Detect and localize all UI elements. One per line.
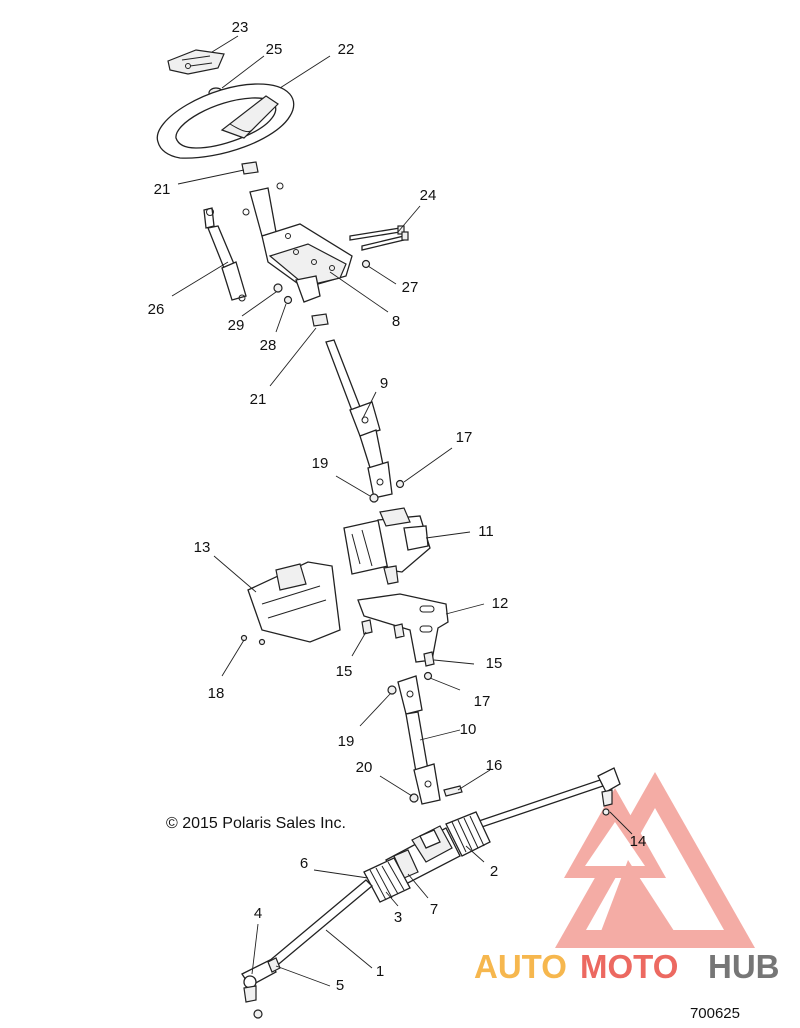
callout-16: 16 — [486, 757, 503, 774]
callout-3: 3 — [394, 909, 402, 926]
callout-17-lower: 17 — [474, 693, 491, 710]
part-22-steering-wheel — [156, 83, 295, 159]
part-19-nut-upper — [369, 493, 379, 503]
callout-20: 20 — [356, 759, 373, 776]
callout-28: 28 — [260, 337, 277, 354]
part-8-tilt-bracket — [242, 182, 353, 303]
callout-23: 23 — [232, 19, 249, 36]
part-26-gas-strut — [203, 207, 247, 302]
callout-6: 6 — [300, 855, 308, 872]
part-3-boot — [363, 857, 411, 903]
callout-15-right: 15 — [486, 655, 503, 672]
leader-lines — [171, 35, 633, 987]
part-15-bolt-left — [361, 619, 405, 639]
part-5-jam-nut — [267, 957, 281, 973]
callout-2: 2 — [490, 863, 498, 880]
callout-26: 26 — [148, 301, 165, 318]
callout-11: 11 — [478, 523, 494, 540]
callout-29: 29 — [228, 317, 245, 334]
callout-7: 7 — [430, 901, 438, 918]
callout-1: 1 — [376, 963, 384, 980]
part-16-bolt — [443, 785, 463, 797]
part-13-cover — [240, 561, 341, 646]
callout-labels: 23 25 22 21 24 26 27 29 28 8 21 9 17 19 … — [148, 19, 647, 994]
part-21-bushing-lower — [311, 313, 329, 327]
callout-22: 22 — [338, 41, 355, 58]
callout-14: 14 — [630, 833, 647, 850]
part-14-tie-rod-end — [597, 767, 621, 816]
callout-21: 21 — [154, 181, 171, 198]
part-10-lower-steering-shaft — [397, 675, 441, 805]
part-4-tie-rod-end — [241, 959, 277, 1019]
callout-8: 8 — [392, 313, 400, 330]
callout-5: 5 — [336, 977, 344, 994]
callout-25: 25 — [266, 41, 283, 58]
callout-24: 24 — [420, 187, 437, 204]
part-29-nut — [273, 283, 283, 293]
callout-13: 13 — [194, 539, 211, 556]
callout-17: 17 — [456, 429, 473, 446]
part-11-power-steering-unit — [343, 507, 431, 585]
wordmark-moto: MOTO — [580, 948, 678, 985]
diagram-code: 700625 — [690, 1005, 740, 1022]
part-21-bushing-upper — [241, 161, 259, 175]
part-17-bolt-lower — [423, 671, 433, 681]
callout-21-lower: 21 — [250, 391, 267, 408]
part-12-mount-bracket — [357, 593, 449, 663]
callout-19: 19 — [312, 455, 329, 472]
callout-18: 18 — [208, 685, 225, 702]
part-19-nut-lower — [387, 685, 397, 695]
callout-15-left: 15 — [336, 663, 353, 680]
part-15-bolt-right — [423, 651, 435, 667]
part-23-steering-wheel-cap — [167, 49, 225, 75]
callout-4: 4 — [254, 905, 262, 922]
part-24-bolts — [349, 225, 409, 251]
wordmark-auto: AUTO — [474, 948, 567, 985]
automotohub-logo — [555, 772, 755, 948]
wordmark-hub: HUB — [708, 948, 780, 985]
part-9-upper-steering-shaft — [325, 339, 393, 499]
callout-9: 9 — [380, 375, 388, 392]
copyright-notice: © 2015 Polaris Sales Inc. — [166, 815, 346, 832]
part-27-nut — [361, 259, 371, 269]
callout-12: 12 — [492, 595, 509, 612]
callout-10: 10 — [460, 721, 477, 738]
part-17-bolt-upper — [395, 479, 405, 489]
part-28-washer — [283, 295, 293, 305]
callout-19-lower: 19 — [338, 733, 355, 750]
callout-27: 27 — [402, 279, 419, 296]
automotohub-wordmark: AUTO MOTO HUB — [474, 948, 780, 985]
